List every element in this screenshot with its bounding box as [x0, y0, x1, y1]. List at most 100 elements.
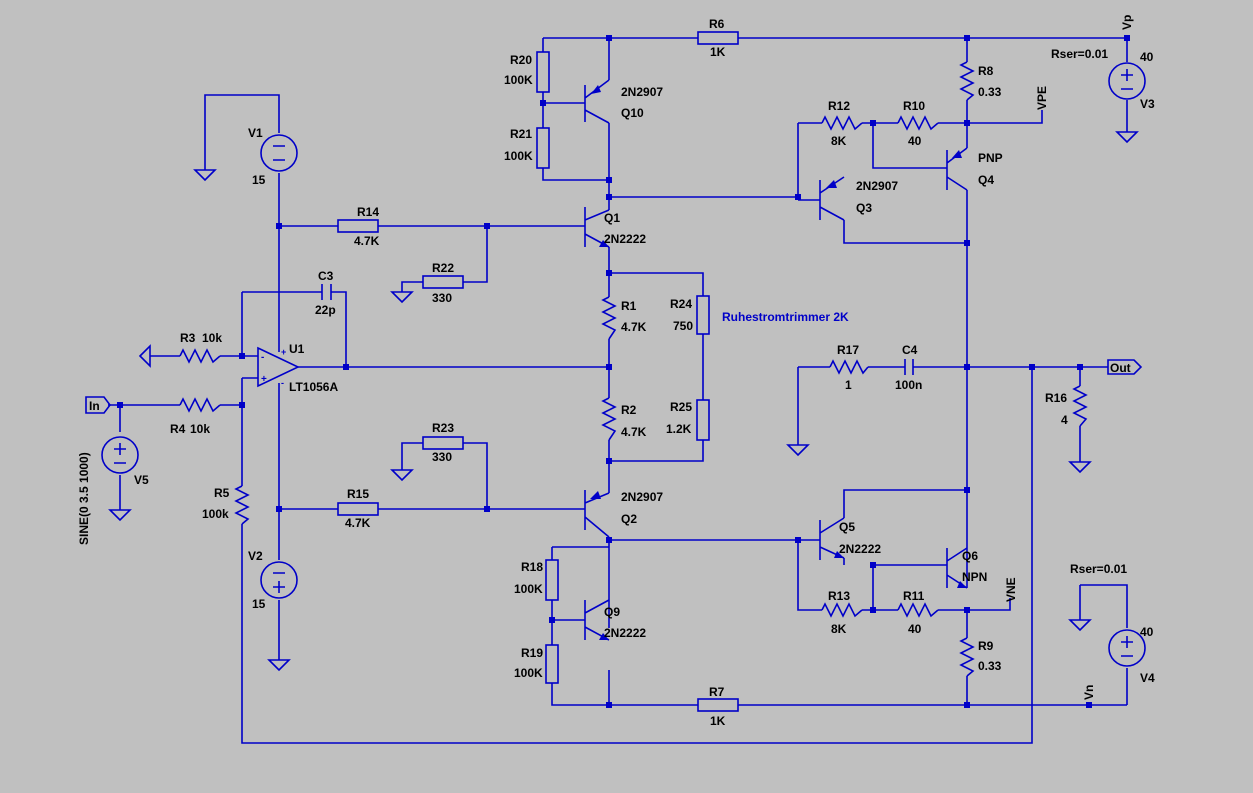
label-q6-value: NPN — [962, 570, 987, 584]
resistor-r2-icon — [601, 397, 617, 441]
ground-icon — [1068, 461, 1092, 474]
label-r9-name: R9 — [978, 639, 994, 653]
resistor-r15-icon — [337, 502, 379, 516]
label-r4-value: 10k — [190, 422, 210, 436]
label-r24-value: 750 — [673, 319, 693, 333]
label-r1-name: R1 — [621, 299, 637, 313]
label-q4-name: Q4 — [978, 173, 994, 187]
label-q5-name: Q5 — [839, 520, 855, 534]
annotation-text: Ruhestromtrimmer 2K — [722, 310, 849, 324]
ground-icon — [138, 344, 151, 368]
resistor-r18-icon — [545, 559, 559, 601]
label-r16-value: 4 — [1061, 413, 1068, 427]
label-q3-name: Q3 — [856, 201, 872, 215]
net-label-in: In — [89, 399, 100, 413]
resistor-r10-icon — [897, 115, 939, 131]
label-r11-value: 40 — [908, 622, 922, 636]
net-label-vpe: VPE — [1035, 86, 1049, 110]
label-u1-name: U1 — [289, 342, 305, 356]
opamp-u1: - + + - — [257, 346, 300, 388]
resistor-r9-icon — [959, 637, 975, 677]
transistor-q5-icon — [798, 517, 845, 560]
label-r12-name: R12 — [828, 99, 850, 113]
label-r2-name: R2 — [621, 403, 637, 417]
voltage-source-v4-icon — [1108, 629, 1146, 667]
label-r12-value: 8K — [831, 134, 847, 148]
label-r7-name: R7 — [709, 685, 725, 699]
label-r6-value: 1K — [710, 45, 726, 59]
transistors — [584, 79, 968, 641]
label-r10-name: R10 — [903, 99, 925, 113]
label-r3-name: R3 — [180, 331, 196, 345]
label-r2-value: 4.7K — [621, 425, 647, 439]
label-r4-name: R4 — [170, 422, 186, 436]
label-r18-value: 100K — [514, 582, 543, 596]
capacitor-c3-icon — [321, 284, 332, 300]
label-r21-name: R21 — [510, 127, 532, 141]
label-q5-value: 2N2222 — [839, 542, 881, 556]
label-r22-value: 330 — [432, 291, 452, 305]
label-q2-name: Q2 — [621, 512, 637, 526]
label-c4-name: C4 — [902, 343, 918, 357]
label-r5-value: 100k — [202, 507, 229, 521]
voltage-sources — [101, 62, 1146, 667]
label-r11-name: R11 — [903, 589, 925, 603]
label-r6-name: R6 — [709, 17, 725, 31]
label-r18-name: R18 — [521, 560, 543, 574]
label-v1-name: V1 — [248, 126, 263, 140]
ground-icon — [193, 169, 217, 182]
resistor-r24-icon — [696, 295, 710, 335]
resistor-r25-icon — [696, 399, 710, 441]
label-r5-name: R5 — [214, 486, 230, 500]
label-q6-name: Q6 — [962, 549, 978, 563]
voltage-source-v1-icon — [260, 134, 298, 172]
svg-text:-: - — [261, 352, 264, 363]
label-r13-name: R13 — [828, 589, 850, 603]
label-r3-value: 10k — [202, 331, 222, 345]
label-q9-value: 2N2222 — [604, 626, 646, 640]
ground-icon — [390, 469, 414, 482]
voltage-source-v2-icon — [260, 561, 298, 599]
label-v1-value: 15 — [252, 173, 266, 187]
resistors-box — [337, 31, 739, 712]
label-r10-value: 40 — [908, 134, 922, 148]
label-r19-name: R19 — [521, 646, 543, 660]
resistor-r12-icon — [821, 115, 863, 131]
ground-symbols — [108, 131, 1139, 672]
resistor-r7-icon — [697, 698, 739, 712]
net-label-vne: VNE — [1004, 577, 1018, 602]
label-r1-value: 4.7K — [621, 320, 647, 334]
capacitors — [321, 284, 914, 375]
port-flags — [85, 359, 1143, 414]
junctions — [117, 35, 1130, 708]
label-r15-value: 4.7K — [345, 516, 371, 530]
resistor-r3-icon — [179, 348, 221, 364]
transistor-q3-icon — [798, 176, 845, 221]
label-r17-name: R17 — [837, 343, 859, 357]
label-r20-value: 100K — [504, 73, 533, 87]
resistor-r14-icon — [337, 219, 379, 233]
resistors-vertical — [234, 61, 1088, 677]
resistor-r5-icon — [234, 485, 250, 525]
label-q1-value: 2N2222 — [604, 232, 646, 246]
label-v4-name: V4 — [1140, 671, 1155, 685]
label-r20-name: R20 — [510, 53, 532, 67]
resistor-r1-icon — [601, 296, 617, 340]
resistor-r8-icon — [959, 61, 975, 101]
voltage-source-v3-icon — [1108, 62, 1146, 100]
svg-text:+: + — [281, 347, 286, 357]
component-labels: R20 100K R21 100K 2N2907 Q10 R6 1K R8 0.… — [134, 17, 1155, 728]
resistor-r16-icon — [1072, 385, 1088, 427]
label-v3-value: 40 — [1140, 50, 1154, 64]
ground-icon — [786, 444, 810, 457]
resistor-r21-icon — [536, 127, 550, 169]
label-q10-name: Q10 — [621, 106, 644, 120]
resistor-r6-icon — [697, 31, 739, 45]
source-spec-text: SINE(0 3.5 1000) — [77, 452, 91, 545]
voltage-source-v5-icon — [101, 436, 139, 474]
label-r23-name: R23 — [432, 421, 454, 435]
capacitor-c4-icon — [904, 359, 914, 375]
resistor-r4-icon — [179, 397, 221, 413]
net-label-vp: Vp — [1120, 15, 1134, 30]
